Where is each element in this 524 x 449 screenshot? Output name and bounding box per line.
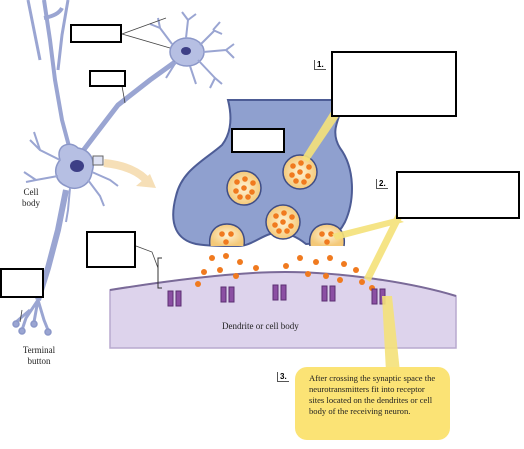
vesicle-neurotransmitters (219, 160, 334, 245)
step-1-number: 1. (314, 60, 326, 70)
label-box-5[interactable] (0, 268, 44, 298)
label-box-1[interactable] (70, 24, 122, 43)
label-box-2[interactable] (89, 70, 126, 87)
cell-body-label: Cell body (22, 187, 40, 208)
step-2-answer-box[interactable] (396, 171, 520, 219)
vesicles (208, 154, 346, 247)
dendrite-label: Dendrite or cell body (222, 321, 299, 331)
step-1-answer-box[interactable] (331, 51, 457, 117)
cleft-bracket (157, 257, 162, 289)
label-box-4[interactable] (86, 231, 136, 268)
label-box-3[interactable] (231, 128, 285, 153)
step-2-number: 2. (376, 179, 388, 189)
step-3-text: After crossing the synaptic space the ne… (309, 373, 436, 416)
pointer-lines (19, 17, 171, 323)
callout-beams (302, 110, 404, 372)
presynaptic-terminal (172, 99, 353, 248)
magnify-arrow (103, 159, 152, 185)
terminal-button-label: Terminal button (22, 345, 56, 366)
step-3-number: 3. (277, 372, 289, 382)
step-3-callout: After crossing the synaptic space the ne… (295, 367, 450, 440)
magnify-arrow-head (136, 174, 156, 188)
released-neurotransmitters (195, 253, 375, 291)
